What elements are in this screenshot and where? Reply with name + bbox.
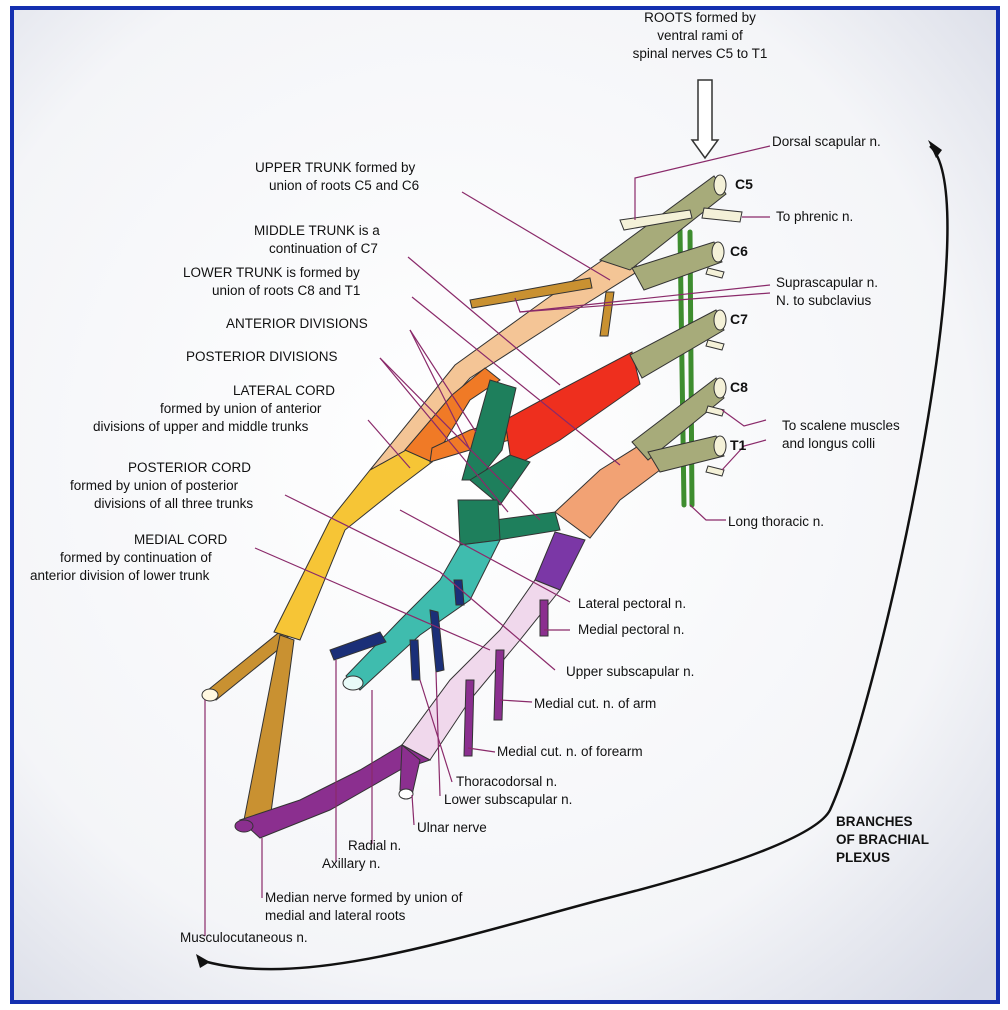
lateral-pectoral-label: Lateral pectoral n. [578,596,686,611]
branches-label-line3: PLEXUS [836,850,890,865]
roots-label-line3: spinal nerves C5 to T1 [633,46,768,61]
medial-pectoral-label: Medial pectoral n. [578,622,685,637]
lower-trunk-label-line1: LOWER TRUNK is formed by [183,265,360,280]
upper-trunk-label-line1: UPPER TRUNK formed by [255,160,416,175]
lower-trunk-label-line2: union of roots C8 and T1 [212,283,360,298]
posterior-cord-label-line1: POSTERIOR CORD [128,460,251,475]
long-thoracic-label: Long thoracic n. [728,514,824,529]
lower-subscapular-label: Lower subscapular n. [444,792,572,807]
t1-label: T1 [730,437,747,453]
roots-label-line1: ROOTS formed by [644,10,756,25]
branches-label-line1: BRANCHES [836,814,913,829]
middle-trunk-label-line2: continuation of C7 [269,241,378,256]
medial-cord-label-line2: formed by continuation of [60,550,212,565]
posterior-divisions-label: POSTERIOR DIVISIONS [186,349,338,364]
roots-label-line2: ventral rami of [657,28,743,43]
scalene-label-line2: and longus colli [782,436,875,451]
branches-label-line2: OF BRACHIAL [836,832,929,847]
scalene-label-line1: To scalene muscles [782,418,900,433]
suprascapular-label: Suprascapular n. [776,275,878,290]
median-label-line2: medial and lateral roots [265,908,406,923]
axillary-label: Axillary n. [322,856,381,871]
dorsal-scapular-label: Dorsal scapular n. [772,134,881,149]
lateral-cord-label-line1: LATERAL CORD [233,383,335,398]
c6-label: C6 [730,243,748,259]
medial-cord-label-line3: anterior division of lower trunk [30,568,210,583]
ulnar-label: Ulnar nerve [417,820,487,835]
posterior-cord-label-line2: formed by union of posterior [70,478,239,493]
to-phrenic-label: To phrenic n. [776,209,853,224]
lateral-cord-label-line2: formed by union of anterior [160,401,322,416]
upper-subscapular-label: Upper subscapular n. [566,664,694,679]
middle-trunk-label-line1: MIDDLE TRUNK is a [254,223,380,238]
upper-trunk-label-line2: union of roots C5 and C6 [269,178,419,193]
radial-label: Radial n. [348,838,401,853]
lateral-cord-label-line3: divisions of upper and middle trunks [93,419,309,434]
medial-cut-arm-label: Medial cut. n. of arm [534,696,656,711]
c5-label: C5 [735,176,753,192]
thoracodorsal-label: Thoracodorsal n. [456,774,557,789]
medial-cut-forearm-label: Medial cut. n. of forearm [497,744,643,759]
subclavius-label: N. to subclavius [776,293,872,308]
musculocutaneous-label: Musculocutaneous n. [180,930,308,945]
posterior-cord-label-line3: divisions of all three trunks [94,496,253,511]
anterior-divisions-label: ANTERIOR DIVISIONS [226,316,368,331]
medial-cord-label-line1: MEDIAL CORD [134,532,228,547]
median-label-line1: Median nerve formed by union of [265,890,463,905]
c7-label: C7 [730,311,748,327]
c8-label: C8 [730,379,748,395]
